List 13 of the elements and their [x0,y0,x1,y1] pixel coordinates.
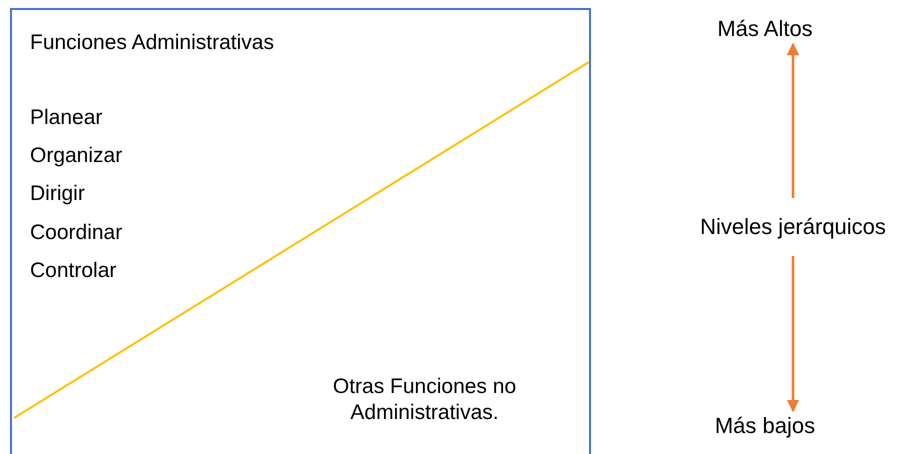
function-item: Organizar [30,143,122,169]
level-label: Más bajos [695,411,835,441]
frame-heading: Funciones Administrativas [30,30,274,56]
arrow [786,256,800,412]
function-item: Coordinar [30,220,122,246]
level-label: Más Altos [700,14,830,44]
level-label: Niveles jerárquicos [668,198,918,256]
function-item: Controlar [30,258,116,284]
function-item: Planear [30,105,102,131]
arrow [786,42,800,198]
function-item: Dirigir [30,181,85,207]
area-label: Otras Funciones no Administrativas. [332,374,518,426]
function-frame [10,8,591,454]
